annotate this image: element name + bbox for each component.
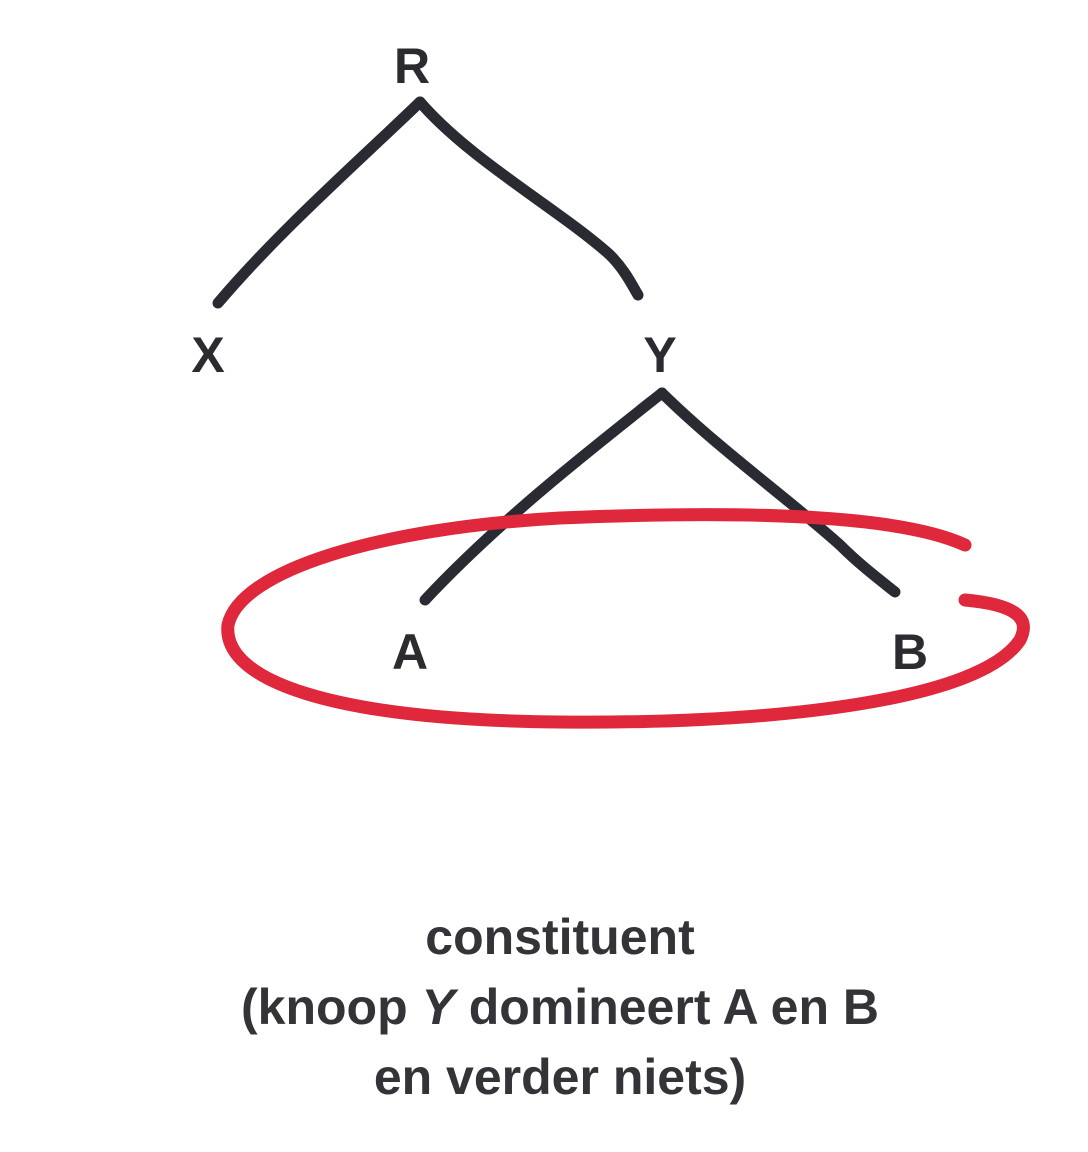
caption-line2-pre: (knoop (240, 979, 422, 1035)
node-x: X (191, 327, 225, 383)
branch-r-y (414, 96, 644, 301)
caption-line2: (knoop Y domineert A en B (0, 972, 1088, 1042)
caption: constituent (knoop Y domineert A en B en… (0, 902, 1088, 1112)
constituent-highlight-ellipse (221, 508, 1030, 729)
node-a: A (391, 624, 429, 680)
node-y: Y (643, 327, 677, 383)
caption-node-y: Y (421, 979, 455, 1035)
branch-y-b (656, 387, 901, 598)
caption-line2-post: domineert A en B (454, 979, 879, 1035)
caption-title: constituent (425, 909, 695, 965)
branch-y-a (419, 387, 668, 606)
node-b: B (891, 624, 929, 680)
branch-r-x (212, 96, 426, 309)
caption-line3: en verder niets) (373, 1049, 747, 1105)
node-r: R (393, 38, 431, 94)
